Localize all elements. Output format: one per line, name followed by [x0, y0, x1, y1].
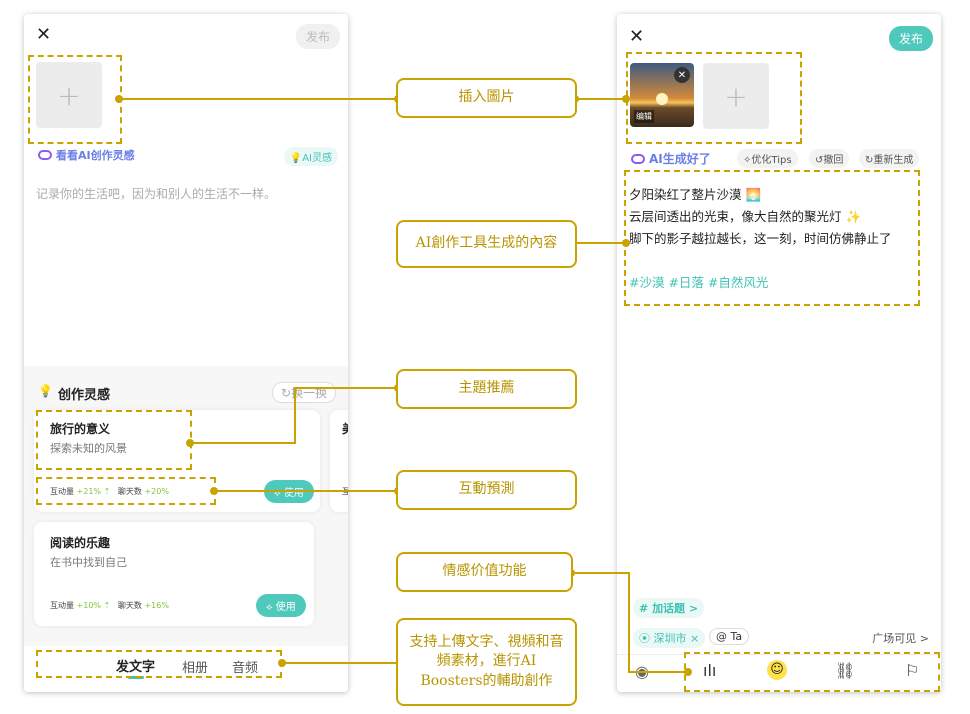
connector	[575, 98, 626, 100]
ai-inspire-badge[interactable]: 💡AI灵感	[283, 147, 338, 166]
publish-button[interactable]: 发布	[888, 26, 933, 51]
card-title: 阅读的乐趣	[50, 536, 111, 550]
remove-image-icon[interactable]: ✕	[674, 67, 690, 83]
highlight-ai-content	[624, 170, 920, 306]
visibility-selector[interactable]: 广场可见 >	[872, 632, 929, 645]
connector	[628, 671, 688, 673]
connector	[575, 242, 626, 244]
hash-icon: #	[639, 602, 649, 615]
connector	[294, 387, 398, 389]
refresh-button[interactable]: ↻换一换	[272, 382, 337, 403]
inspire-card[interactable]: 旅行的意义 探索未知的风景 互动量 +21% ⇡ 聊天数 +20% ⟡ 使用	[34, 410, 320, 512]
connector	[282, 662, 398, 664]
magic-wand-icon: ⟡	[266, 602, 276, 613]
inspire-title: 创作灵感	[58, 388, 111, 403]
bulb-icon: 💡	[289, 153, 303, 164]
callout-emotion-value: 情感价值功能	[396, 552, 573, 592]
chart-icon[interactable]: ılı	[703, 661, 717, 680]
connector	[120, 98, 398, 100]
location-chip[interactable]: ⦿ 深圳市 ×	[633, 628, 706, 648]
connector	[214, 490, 398, 492]
card-stats: 互动量 +21% ⇡ 聊天数 +20%	[50, 487, 169, 496]
refresh-icon: ↻	[865, 155, 874, 166]
use-button[interactable]: ⟡ 使用	[256, 594, 306, 617]
inspire-card[interactable]: 阅读的乐趣 在书中找到自己 互动量 +10% ⇡ 聊天数 +16% ⟡ 使用	[34, 522, 314, 626]
callout-insert-image: 插入圖片	[396, 78, 577, 118]
ai-inspire-link[interactable]: 看看AI创作灵感	[38, 147, 135, 163]
edit-image-button[interactable]: 编辑	[634, 110, 654, 123]
callout-topic-recommend: 主題推薦	[396, 369, 577, 409]
card-subtitle: 探索未知的风景	[50, 442, 127, 455]
inspire-card-peek[interactable]: 美 互	[330, 410, 348, 512]
highlight-interaction	[36, 477, 216, 505]
optimize-tips-button[interactable]: ✧优化Tips	[737, 149, 798, 168]
connector	[294, 387, 296, 443]
connector	[628, 572, 630, 672]
bottom-toolbar	[617, 654, 941, 692]
highlight-image-left	[28, 55, 122, 144]
location-pin-icon: ⦿	[639, 632, 650, 645]
highlight-topic	[36, 410, 192, 470]
generated-text[interactable]: 夕阳染红了整片沙漠 🌅 云层间透出的光束，像大自然的聚光灯 ✨ 脚下的影子越拉越…	[629, 184, 892, 294]
bottom-tab-bar	[24, 646, 348, 692]
callout-ai-content: AI創作工具生成的內容	[396, 220, 577, 268]
flag-icon[interactable]: ⚐	[905, 661, 920, 680]
refresh-icon: ↻	[281, 386, 292, 400]
close-icon[interactable]: ✕	[629, 26, 645, 47]
callout-support-upload: 支持上傳文字、視頻和音頻素材，進行AI Boosters的輔助創作	[396, 618, 577, 706]
ai-logo-icon	[38, 150, 52, 160]
right-phone-screen: ✕ 发布 ✕ 编辑 + AI生成好了 ✧优化Tips ↺撤回 ↻重新生成 夕阳染…	[617, 14, 941, 692]
card-title: 旅行的意义	[50, 422, 111, 436]
ai-generated-label: AI生成好了	[631, 150, 711, 167]
callout-interaction-predict: 互動預測	[396, 470, 577, 510]
ai-logo-icon	[631, 153, 645, 164]
highlight-image-right	[626, 52, 802, 144]
undo-icon: ↺	[815, 155, 824, 166]
bulb-icon: 💡	[38, 384, 53, 398]
add-image-button[interactable]: +	[703, 63, 769, 129]
highlight-toolbar	[684, 652, 940, 692]
card-stats: 互动量 +10% ⇡ 聊天数 +16%	[50, 601, 169, 610]
emoji-icon[interactable]: ☺	[767, 660, 787, 680]
add-image-button[interactable]: +	[36, 62, 102, 128]
post-text-input[interactable]: 记录你的生活吧，因为和别人的生活不一样。	[36, 187, 277, 201]
sun-shape	[656, 93, 668, 105]
tab-album[interactable]: 相册	[182, 661, 209, 676]
sparkle-icon: ✧	[743, 155, 752, 166]
connector	[190, 442, 296, 444]
tab-text[interactable]: 发文字	[116, 660, 156, 675]
highlight-tabs	[36, 650, 282, 678]
undo-button[interactable]: ↺撤回	[809, 149, 850, 168]
mention-button[interactable]: @ Ta	[709, 628, 750, 645]
regenerate-button[interactable]: ↻重新生成	[859, 149, 920, 168]
publish-button[interactable]: 发布	[295, 24, 340, 49]
magic-wand-icon: ⟡	[274, 488, 284, 499]
close-icon[interactable]: ✕	[36, 24, 52, 45]
add-topic-button[interactable]: # 加话题 >	[633, 598, 705, 618]
link-icon[interactable]: ⛓	[835, 661, 856, 680]
sunset-photo[interactable]: ✕ 编辑	[630, 63, 694, 127]
card-subtitle: 在书中找到自己	[50, 556, 127, 569]
tab-audio[interactable]: 音频	[232, 661, 259, 676]
hashtags[interactable]: #沙漠 #日落 #自然风光	[629, 275, 769, 290]
connector	[575, 572, 629, 574]
